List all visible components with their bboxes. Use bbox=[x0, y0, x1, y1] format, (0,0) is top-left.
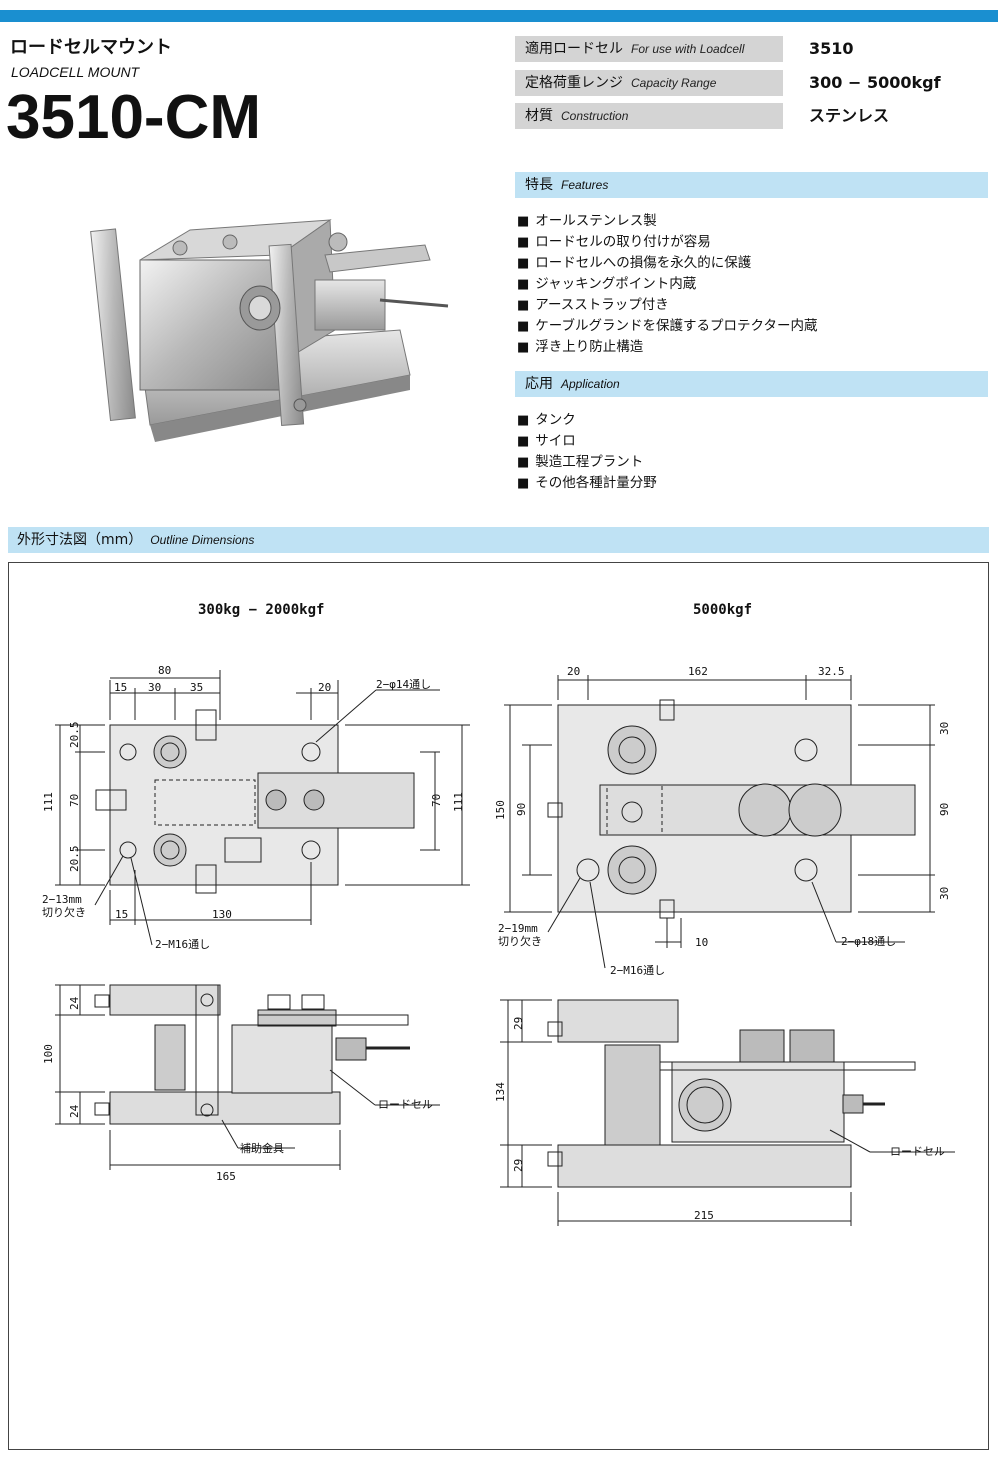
dim-label: 130 bbox=[212, 908, 232, 921]
dim-label: 20.5 bbox=[68, 722, 81, 749]
list-item: オールステンレス製 bbox=[517, 211, 817, 232]
callout-label: ロードセル bbox=[378, 1098, 433, 1111]
dim-label: 215 bbox=[694, 1209, 714, 1222]
dim-label: 20.5 bbox=[68, 846, 81, 873]
callout-label: 補助金具 bbox=[240, 1141, 284, 1155]
list-item: タンク bbox=[517, 410, 657, 431]
dim-label: 24 bbox=[68, 1104, 81, 1118]
dim-label: 2−φ14通し bbox=[376, 678, 431, 691]
outline-heading: 外形寸法図（mm）Outline Dimensions bbox=[8, 527, 989, 553]
product-photo bbox=[90, 219, 449, 442]
dim-label: 10 bbox=[695, 936, 708, 949]
dim-label: 35 bbox=[190, 681, 203, 694]
features-list: オールステンレス製 ロードセルの取り付けが容易 ロードセルへの損傷を永久的に保護… bbox=[517, 211, 817, 358]
dim-label: 29 bbox=[512, 1017, 525, 1030]
dim-label: 2−13mm bbox=[42, 893, 82, 906]
dim-label: 2−M16通し bbox=[610, 964, 665, 977]
dim-label: 29 bbox=[512, 1159, 525, 1172]
right-drawing-title: 5000kgf bbox=[693, 602, 752, 618]
list-item: 製造工程プラント bbox=[517, 452, 657, 473]
top-accent-bar bbox=[0, 10, 998, 22]
drawing-frame bbox=[8, 562, 989, 1450]
list-item: ロードセルへの損傷を永久的に保護 bbox=[517, 253, 817, 274]
dim-label: 切り欠き bbox=[42, 905, 86, 919]
model-number: 3510-CM bbox=[6, 83, 261, 152]
dim-label: 30 bbox=[938, 887, 951, 900]
dim-label: 15 bbox=[115, 908, 128, 921]
application-list: タンク サイロ 製造工程プラント その他各種計量分野 bbox=[517, 410, 657, 494]
callout-label: ロードセル bbox=[890, 1145, 945, 1158]
page-title-en: LOADCELL MOUNT bbox=[11, 64, 140, 80]
list-item: 浮き上り防止構造 bbox=[517, 337, 817, 358]
dim-label: 30 bbox=[148, 681, 161, 694]
dim-label: 20 bbox=[567, 665, 580, 678]
dim-label: 80 bbox=[158, 664, 171, 677]
dim-label: 90 bbox=[515, 803, 528, 816]
list-item: ジャッキングポイント内蔵 bbox=[517, 274, 817, 295]
list-item: ケーブルグランドを保護するプロテクター内蔵 bbox=[517, 316, 817, 337]
dim-label: 切り欠き bbox=[498, 934, 542, 948]
dim-label: 134 bbox=[494, 1082, 507, 1102]
list-item: ロードセルの取り付けが容易 bbox=[517, 232, 817, 253]
dim-label: 165 bbox=[216, 1170, 236, 1183]
dim-label: 2−19mm bbox=[498, 922, 538, 935]
dim-label: 15 bbox=[114, 681, 127, 694]
page-title-jp: ロードセルマウント bbox=[10, 37, 172, 58]
dim-label: 70 bbox=[430, 794, 443, 807]
dim-label: 2−φ18通し bbox=[841, 935, 896, 948]
dim-label: 111 bbox=[42, 792, 55, 812]
spec-value: 300 − 5000kgf bbox=[809, 73, 941, 92]
dim-label: 100 bbox=[42, 1044, 55, 1064]
dim-label: 24 bbox=[68, 996, 81, 1010]
list-item: アースストラップ付き bbox=[517, 295, 817, 316]
dim-label: 162 bbox=[688, 665, 708, 678]
spec-value: 3510 bbox=[809, 39, 854, 58]
dim-label: 150 bbox=[494, 800, 507, 820]
list-item: サイロ bbox=[517, 431, 657, 452]
list-item: その他各種計量分野 bbox=[517, 473, 657, 494]
dim-label: 111 bbox=[452, 792, 465, 812]
left-drawing-title: 300kg − 2000kgf bbox=[198, 602, 324, 618]
dim-label: 90 bbox=[938, 803, 951, 816]
dim-label: 30 bbox=[938, 722, 951, 735]
dim-label: 70 bbox=[68, 794, 81, 807]
dim-label: 2−M16通し bbox=[155, 938, 210, 951]
dim-label: 20 bbox=[318, 681, 331, 694]
dim-label: 32.5 bbox=[818, 665, 845, 678]
spec-value: ステンレス bbox=[809, 106, 890, 125]
